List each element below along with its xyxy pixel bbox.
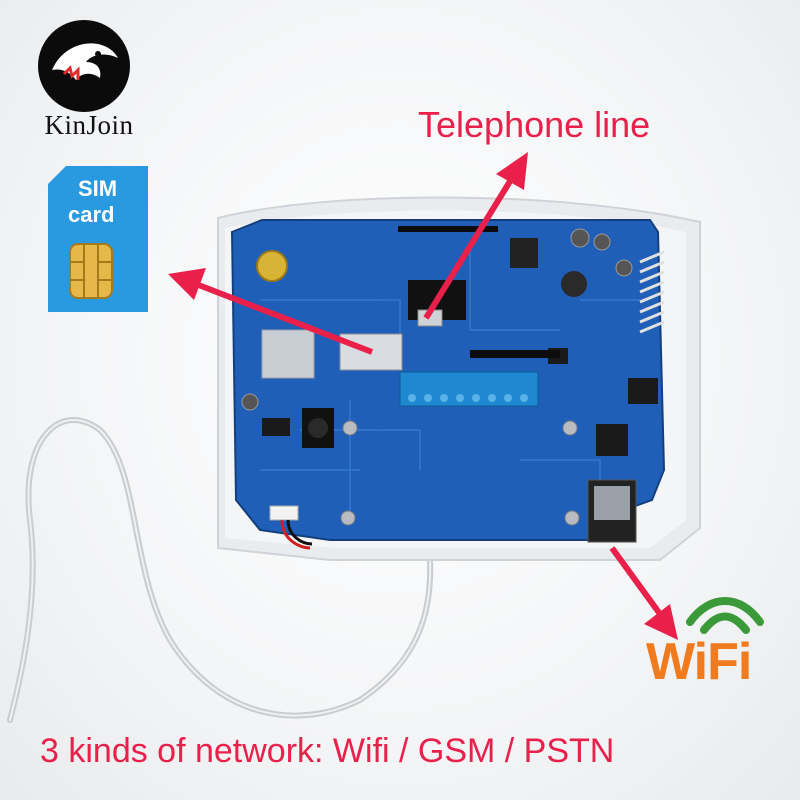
- telephone-line-label: Telephone line: [418, 104, 651, 145]
- circuit-board: [230, 219, 666, 550]
- brand-name: KinJoin: [44, 110, 134, 140]
- wifi-signal-icon: [680, 586, 770, 636]
- callout-arrows: [168, 152, 678, 640]
- sim-card-label-sim: SIM: [78, 176, 118, 201]
- sim-card-label-card: card: [68, 202, 115, 227]
- network-caption: 3 kinds of network: Wifi / GSM / PSTN: [40, 732, 615, 770]
- wifi-logo: WiFi: [646, 632, 752, 692]
- sim-card-icon: SIM card: [48, 166, 148, 312]
- brand-logo-icon: [36, 18, 132, 114]
- wifi-logo-text: WiFi: [646, 633, 752, 691]
